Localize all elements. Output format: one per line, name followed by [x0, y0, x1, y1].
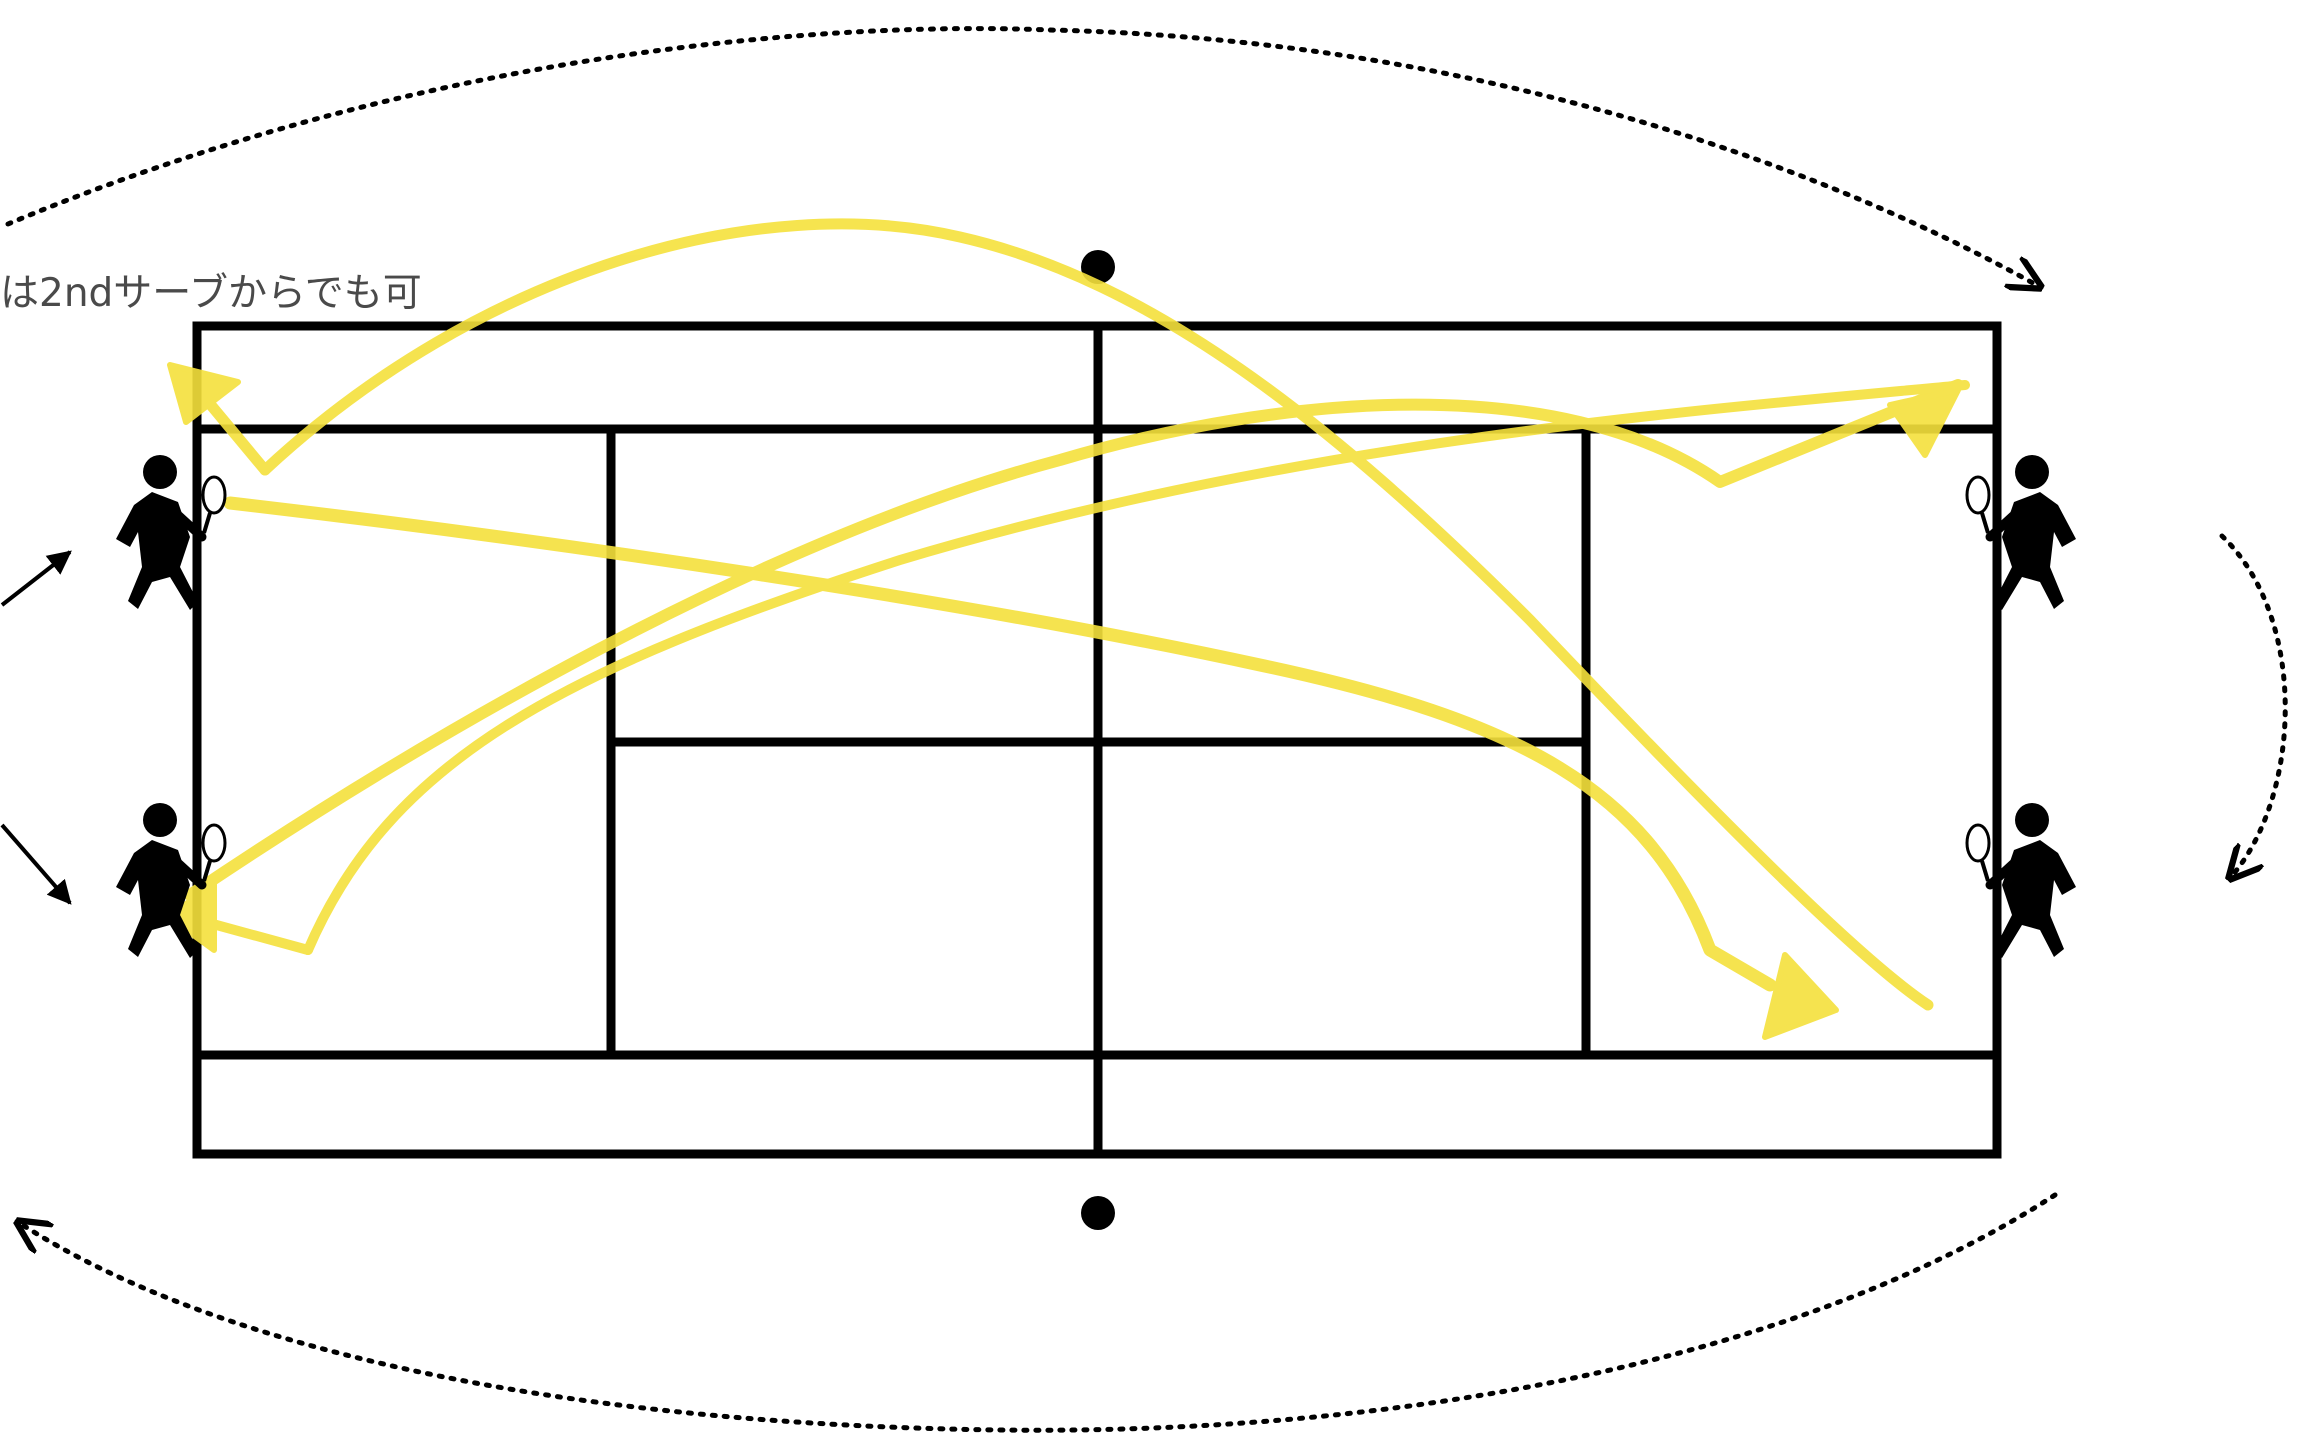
shot-arrowhead [167, 362, 241, 425]
tennis-court [192, 321, 2002, 1159]
player-right-top [1967, 455, 2076, 610]
rotation-arrow-bottom [18, 1192, 2058, 1433]
position-arrows [0, 550, 72, 905]
shot-path [303, 380, 1970, 955]
net-post-bottom [1081, 1196, 1115, 1230]
shot-arrowhead [1887, 387, 1961, 458]
move-arrow-up [0, 550, 72, 607]
shot-path [184, 379, 1964, 901]
move-arrow-down [0, 823, 72, 905]
net-post-top [1081, 250, 1115, 284]
rotation-arrows [5, 26, 2288, 1433]
player-left-top [116, 455, 225, 610]
rotation-arrow-right [2219, 533, 2288, 878]
shot-paths [167, 218, 1970, 1040]
caption-text: は2ndサーブからでも可 [0, 271, 422, 316]
shot-arrowhead [1762, 952, 1839, 1040]
shot-path [259, 218, 1934, 1011]
shot-path [223, 496, 1777, 992]
player-right-bottom [1967, 803, 2076, 958]
shot-arrowhead [167, 877, 217, 953]
rotation-arrow-top [5, 26, 2040, 287]
